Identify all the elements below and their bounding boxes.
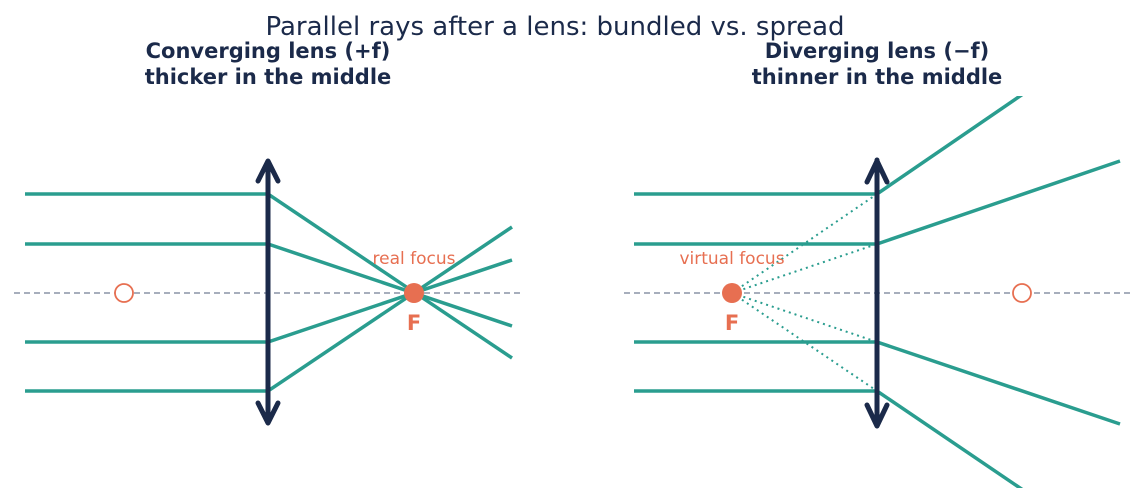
second-focal-point-marker-right <box>1012 283 1032 303</box>
diverging-ray-4 <box>634 389 1024 488</box>
converging-lens <box>255 158 281 426</box>
diverging-panel-title: Diverging lens (−f) <box>765 39 990 63</box>
outward-arrowhead-bottom-icon <box>255 400 281 426</box>
virtual-extension-4 <box>731 292 878 392</box>
focal-point-label-left: F <box>407 311 421 335</box>
second-focal-point-marker-left <box>114 283 134 303</box>
focal-point-label-right: F <box>725 311 739 335</box>
converging-panel-title: Converging lens (+f) <box>146 39 391 63</box>
figure-title: Parallel rays after a lens: bundled vs. … <box>265 12 844 42</box>
diverging-panel-subtitle: thinner in the middle <box>752 65 1003 89</box>
diverging-lens <box>864 157 890 429</box>
real-focus-note: real focus <box>373 249 456 269</box>
arrowhead-top-icon <box>864 158 890 185</box>
diverging-ray-1 <box>634 96 1024 196</box>
virtual-extension-rays <box>731 193 878 392</box>
converging-lens-panel: Converging lens (+f) thicker in the midd… <box>14 39 520 426</box>
arrowhead-bottom-icon <box>864 402 890 429</box>
diverging-lens-panel: Diverging lens (−f) thinner in the middl… <box>624 39 1130 488</box>
virtual-focal-point-marker <box>722 283 742 303</box>
virtual-focus-note: virtual focus <box>679 249 784 269</box>
virtual-extension-2 <box>731 243 878 294</box>
real-focal-point-marker <box>404 283 424 303</box>
converging-panel-subtitle: thicker in the middle <box>145 65 392 89</box>
outward-arrowhead-top-icon <box>255 158 281 184</box>
virtual-extension-3 <box>731 292 878 343</box>
